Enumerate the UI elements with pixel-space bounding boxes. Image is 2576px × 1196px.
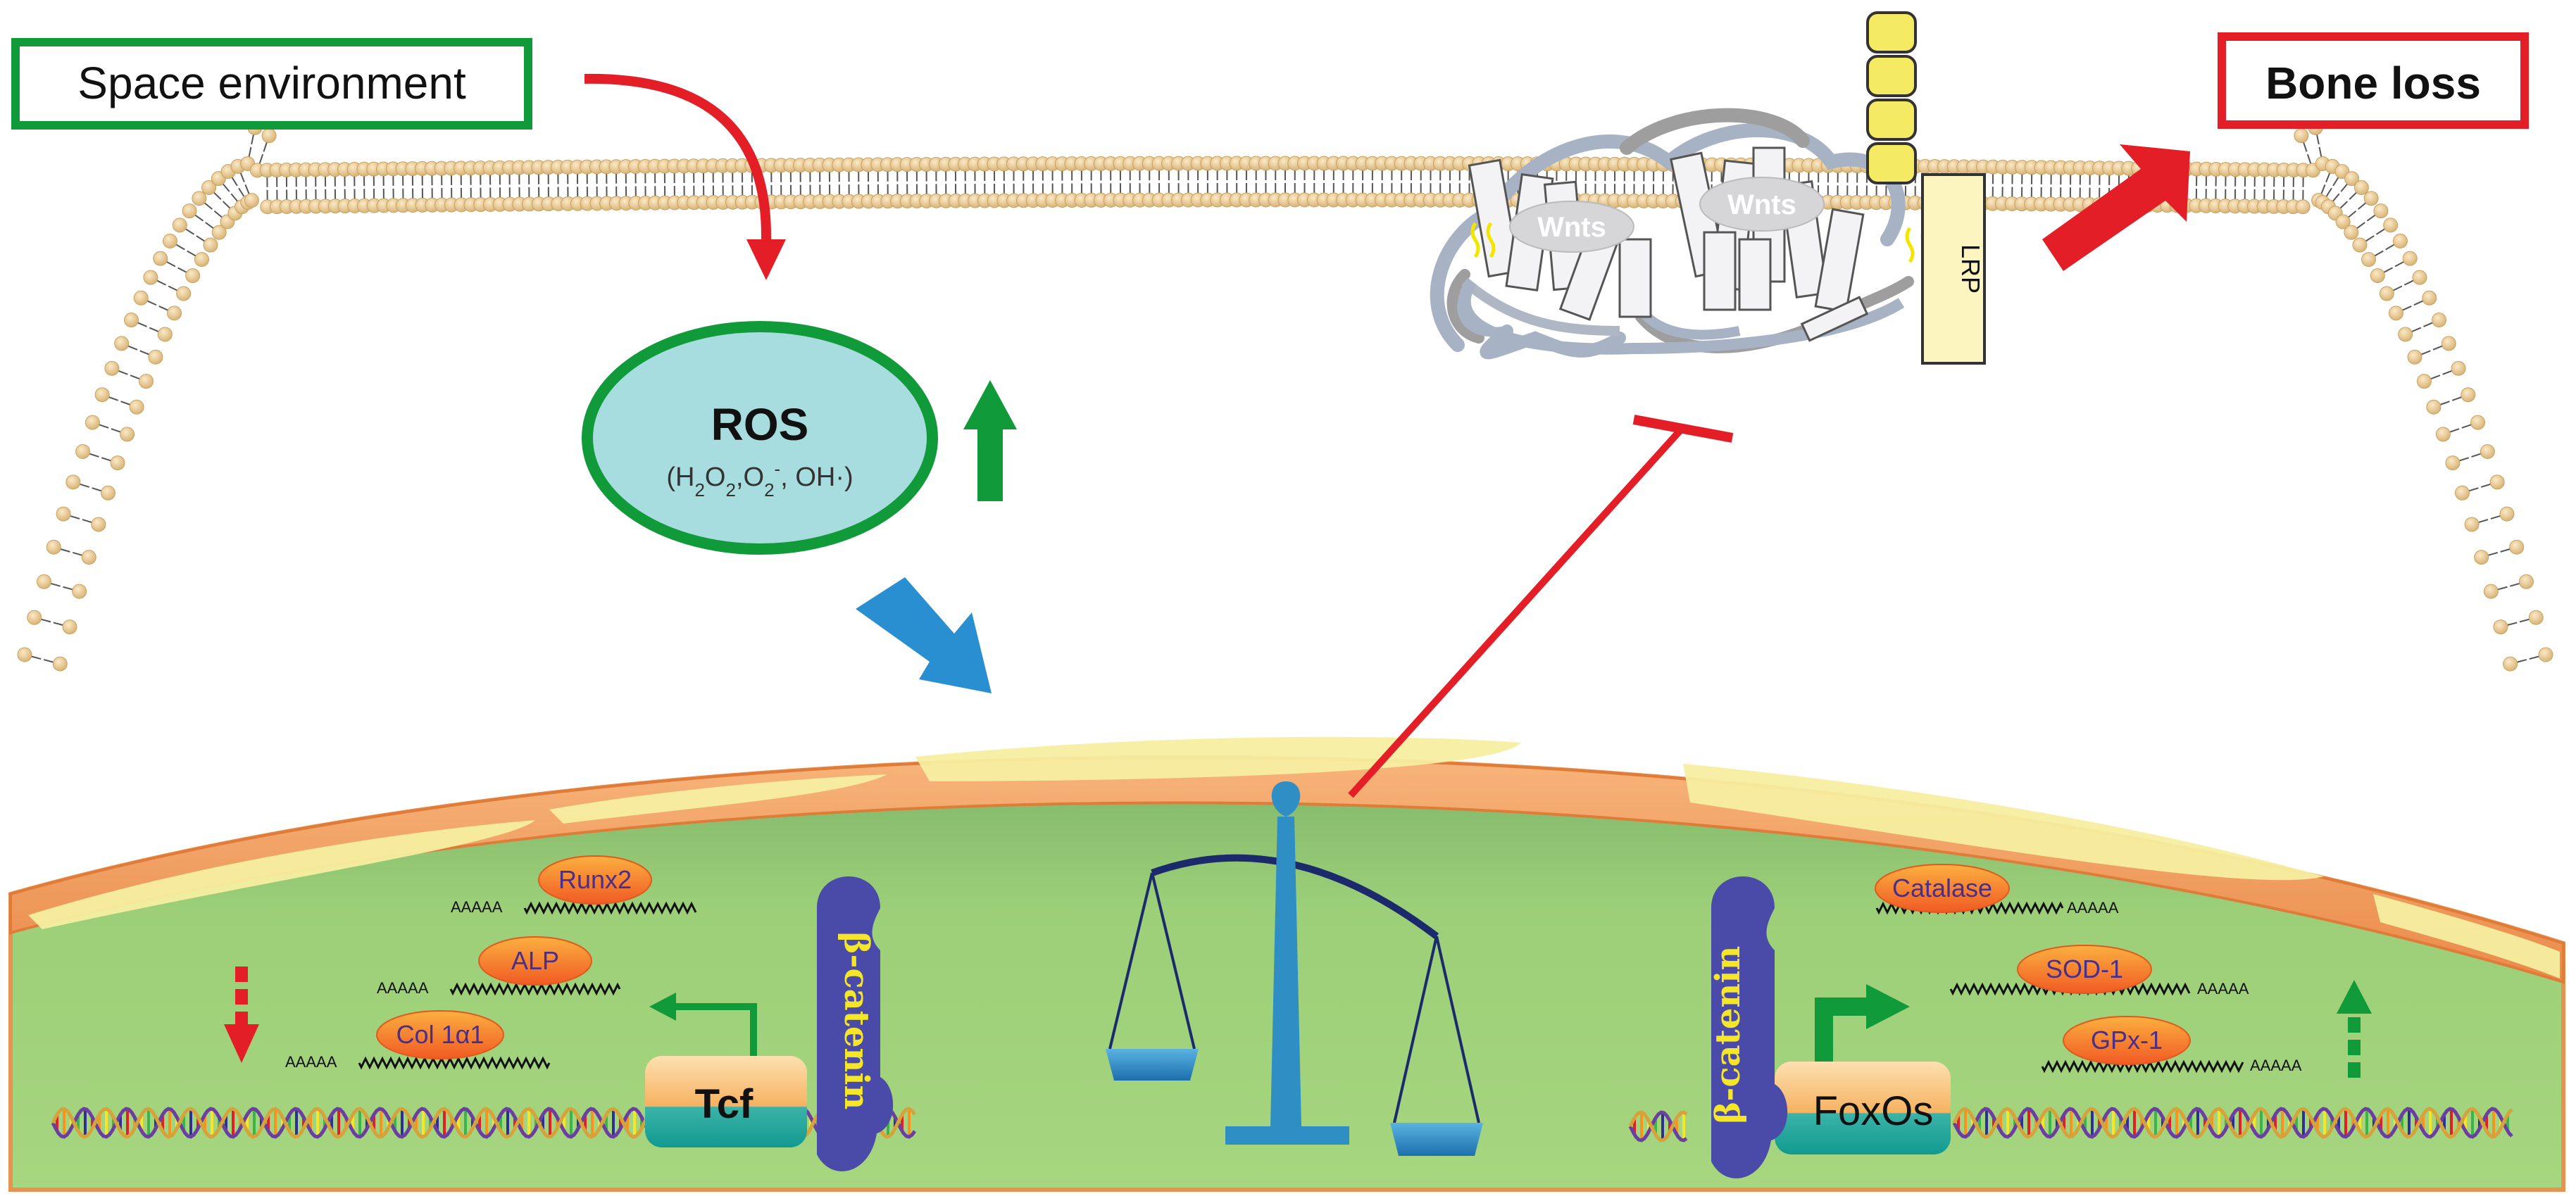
ros-to-nucleus-arrow	[856, 577, 992, 693]
gene-ellipse	[478, 936, 592, 986]
left-decrease-arrow-icon	[224, 967, 259, 1063]
bone-loss-arrow	[2042, 144, 2190, 271]
mrna-item: AAAAA Catalase	[1875, 864, 2119, 917]
gene-ellipse	[2017, 945, 2152, 994]
gene-label: ALP	[511, 946, 559, 975]
gene-label: Runx2	[558, 865, 632, 894]
mrna-strand	[358, 1056, 551, 1070]
polya-tail: AAAAA	[285, 1053, 337, 1071]
gene-ellipse	[376, 1010, 504, 1059]
right-beta-catenin-label: β-catenin	[1708, 946, 1748, 1124]
gene-label: GPx-1	[2091, 1026, 2163, 1055]
mrna-item: AAAAA ALP	[377, 936, 621, 997]
ros-title: ROS	[711, 399, 809, 450]
gene-ellipse	[2063, 1016, 2191, 1065]
mrna-item: AAAAA Col 1α1	[285, 1010, 551, 1071]
balance-scale-icon	[1106, 781, 1483, 1156]
tcf-transcription-arrow-icon	[649, 993, 757, 1059]
ros-formula: (H2O2,O2-, OH·)	[666, 458, 853, 501]
polya-tail: AAAAA	[2197, 980, 2249, 997]
gene-label: Catalase	[1892, 874, 1992, 902]
inhibition-line	[1348, 415, 1734, 798]
wnts-left-label: Wnts	[1537, 212, 1606, 243]
polya-tail: AAAAA	[2250, 1057, 2302, 1074]
gene-ellipse	[538, 855, 652, 905]
ros-increase-arrow-icon	[963, 380, 1017, 501]
gene-label: SOD-1	[2046, 955, 2123, 983]
bone-loss-box: Bone loss	[2218, 32, 2529, 129]
foxos-label: FoxOs	[1813, 1088, 1934, 1134]
space-environment-box: Space environment	[11, 38, 532, 130]
ros-ellipse: ROS (H2O2,O2-, OH·)	[582, 321, 938, 555]
lipid-tails	[31, 134, 2539, 663]
tcf-label: Tcf	[695, 1081, 754, 1127]
mrna-item: AAAAA Runx2	[451, 855, 697, 916]
wnt-receptor-complex: Wnts Wnts	[1430, 108, 1930, 360]
polya-tail: AAAAA	[2067, 899, 2119, 917]
mrna-strand	[523, 901, 697, 915]
mrna-item: AAAAA SOD-1	[1949, 945, 2249, 997]
mrna-item: AAAAA GPx-1	[2041, 1016, 2302, 1074]
gene-label: Col 1α1	[396, 1020, 484, 1049]
polya-tail: AAAAA	[377, 979, 429, 997]
lrp-coreceptor: LRP	[1866, 11, 1986, 365]
polya-tail: AAAAA	[451, 898, 503, 916]
lrp-label: LRP	[1956, 244, 1985, 294]
space-environment-label: Space environment	[77, 58, 466, 108]
bone-loss-label: Bone loss	[2265, 58, 2481, 108]
space-to-ros-arrow	[584, 73, 786, 280]
wnts-right-label: Wnts	[1727, 189, 1796, 220]
gene-ellipse	[1875, 864, 2010, 913]
foxos-transcription-arrow-icon	[1815, 984, 1910, 1063]
mrna-strand	[449, 982, 621, 996]
right-increase-arrow-icon	[2337, 980, 2372, 1078]
left-beta-catenin-label: β-catenin	[837, 932, 876, 1110]
